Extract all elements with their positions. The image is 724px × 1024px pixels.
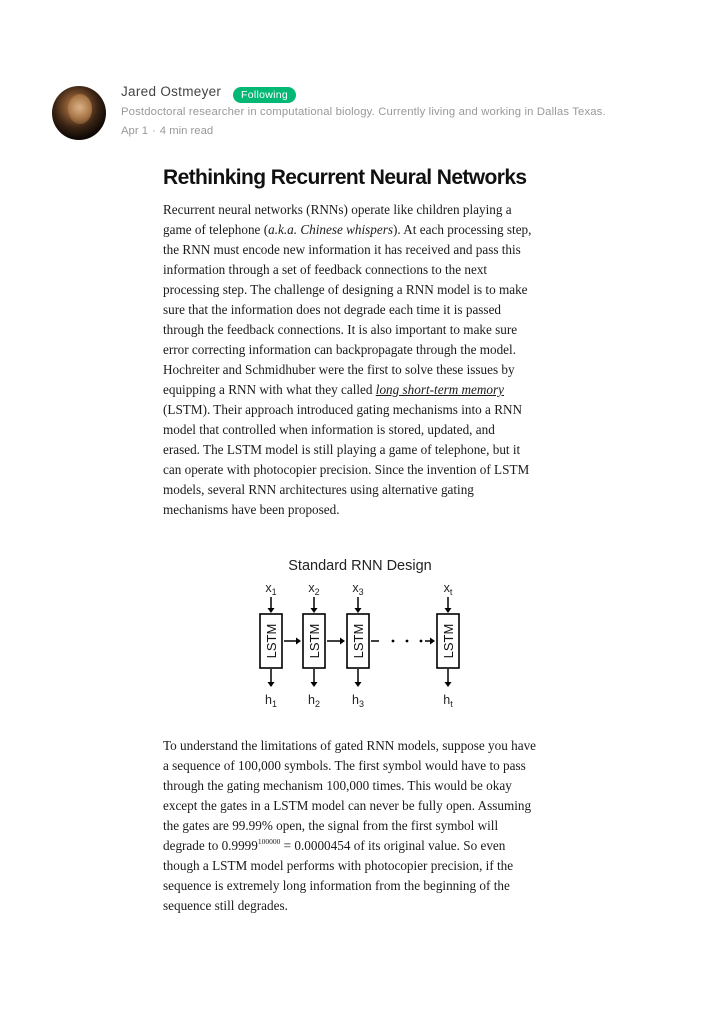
input-label-2: x2	[308, 581, 319, 597]
text-line: a sequence of 100,000 symbols. The first…	[163, 758, 526, 773]
article-title: Rethinking Recurrent Neural Networks	[163, 166, 527, 189]
text-span: ). At each processing step,	[393, 222, 532, 237]
output-arrow-3-head	[354, 682, 362, 687]
author-avatar[interactable]	[52, 86, 106, 140]
input-arrow-3-head	[354, 608, 362, 613]
exponent: 100000	[257, 836, 281, 846]
ellipsis-dot-2	[405, 639, 409, 643]
text-line: (LSTM). Their approach introduced gating…	[163, 402, 523, 417]
post-meta: Apr 1·4 min read	[121, 125, 213, 137]
output-arrow-1-head	[267, 682, 275, 687]
author-name[interactable]: Jared Ostmeyer	[121, 84, 222, 99]
emphasis-aka: a.k.a. Chinese whispers	[268, 222, 394, 237]
text-span: = 0.0000454 of its original value. So ev…	[280, 838, 506, 853]
paragraph-limitations: To understand the limitations of gated R…	[163, 736, 583, 916]
lstm-block-label-1: LSTM	[264, 624, 279, 659]
recurrent-arrow-2-head	[340, 637, 345, 645]
text-line: error correcting information can backpro…	[163, 342, 516, 357]
text-line: sure that the information does not degra…	[163, 302, 502, 317]
lstm-block-1	[259, 613, 283, 669]
text-line: erased. The LSTM model is still playing …	[163, 442, 521, 457]
text-line: game of telephone (a.k.a. Chinese whispe…	[163, 220, 583, 240]
text-line: processing step. The challenge of design…	[163, 282, 528, 297]
avatar-face	[68, 94, 92, 124]
recurrent-arrow-last-head	[430, 637, 435, 645]
text-line: sequence is extremely long information f…	[163, 878, 510, 893]
text-span: game of telephone (	[163, 222, 269, 237]
input-arrow-4-head	[444, 608, 452, 613]
ellipsis-dot-1	[391, 639, 395, 643]
ellipsis-dot-3	[419, 639, 423, 643]
input-arrow-2-head	[310, 608, 318, 613]
following-button[interactable]: Following	[233, 87, 297, 103]
lstm-block-3	[346, 613, 370, 669]
text-line: model that controlled when information i…	[163, 422, 495, 437]
text-span: equipping a RNN with what they called	[163, 382, 376, 397]
lstm-link-text[interactable]: long short-term memory	[375, 382, 504, 397]
output-label-3: h3	[352, 693, 364, 709]
text-line: models, several RNN architectures using …	[163, 482, 474, 497]
text-line: Recurrent neural networks (RNNs) operate…	[163, 202, 512, 217]
read-time: 4 min read	[159, 125, 214, 137]
text-line: through the feedback connections. It is …	[163, 322, 518, 337]
output-arrow-2-head	[310, 682, 318, 687]
lstm-block-label-3: LSTM	[351, 624, 366, 659]
text-line: can operate with photocopier precision. …	[163, 462, 530, 477]
lstm-block-label-2: LSTM	[307, 624, 322, 659]
output-label-4: ht	[443, 693, 453, 709]
input-arrow-1-head	[267, 608, 275, 613]
output-arrow-4-head	[444, 682, 452, 687]
lstm-block-label-4: LSTM	[441, 624, 456, 659]
recurrent-arrow-1-head	[296, 637, 301, 645]
text-line: though a LSTM model performs with photoc…	[163, 858, 514, 873]
text-span: degrade to 0.9999	[163, 838, 258, 853]
text-line: except the gates in a LSTM model can nev…	[163, 798, 532, 813]
input-label-4: xt	[444, 581, 453, 597]
lstm-block-4	[436, 613, 460, 669]
input-label-1: x1	[265, 581, 276, 597]
output-label-2: h2	[308, 693, 320, 709]
text-line: the RNN must encode new information it h…	[163, 242, 521, 257]
post-date: Apr 1	[121, 125, 149, 137]
text-line: information through a set of feedback co…	[163, 262, 488, 277]
output-label-1: h1	[265, 693, 277, 709]
author-bio: Postdoctoral researcher in computational…	[121, 106, 606, 118]
lstm-link: long short-term memory	[376, 382, 504, 397]
author-header: Jared Ostmeyer Following Postdoctoral re…	[52, 84, 712, 144]
paragraph-intro: Recurrent neural networks (RNNs) operate…	[163, 200, 583, 520]
text-line: sequence still degrades.	[163, 898, 288, 913]
input-label-3: x3	[352, 581, 363, 597]
text-line: through the gating mechanism 100,000 tim…	[163, 778, 512, 793]
text-line: degrade to 0.9999100000 = 0.0000454 of i…	[163, 836, 583, 856]
text-line: the gates are 99.99% open, the signal fr…	[163, 818, 499, 833]
figure-title: Standard RNN Design	[288, 558, 431, 574]
text-line: mechanisms have been proposed.	[163, 502, 340, 517]
text-line: To understand the limitations of gated R…	[163, 738, 537, 753]
meta-separator: ·	[152, 125, 156, 137]
text-line: Hochreiter and Schmidhuber were the firs…	[163, 362, 515, 377]
lstm-block-2	[302, 613, 326, 669]
text-line: equipping a RNN with what they called lo…	[163, 380, 583, 400]
